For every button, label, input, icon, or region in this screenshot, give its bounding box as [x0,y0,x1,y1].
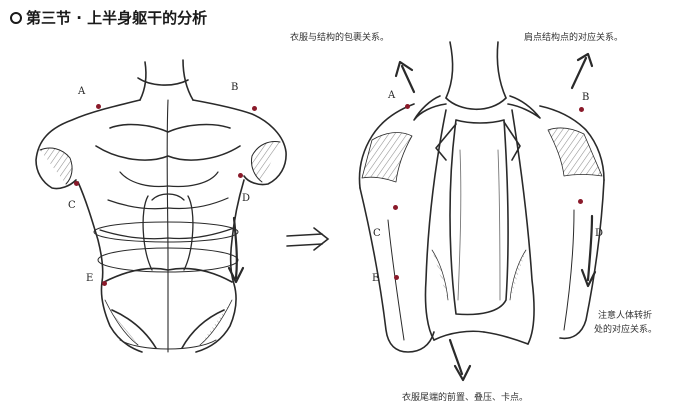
transition-arrow-icon [287,228,328,250]
label-b-left: B [231,82,238,93]
marker-b-right [579,107,584,112]
marker-c-left [74,181,79,186]
marker-d-right [578,199,583,204]
clothed-torso-sketch [360,42,605,380]
label-e-left: E [86,273,93,284]
label-a-right: A [388,90,395,101]
marker-a-left [96,104,101,109]
label-e-right: E [372,273,379,284]
label-a-left: A [78,86,85,97]
label-c-right: C [373,228,381,239]
label-c-left: C [68,200,76,211]
label-d-left: D [242,193,250,204]
marker-b-left [252,106,257,111]
marker-e-left [102,281,107,286]
note-attention-line-2: 处的对应关系。 [594,322,657,335]
marker-e-right [394,275,399,280]
note-shoulder-relation: 肩点结构点的对应关系。 [524,30,623,43]
marker-d-left [238,173,243,178]
marker-c-right [393,205,398,210]
note-wrap-relation: 衣服与结构的包裹关系。 [290,30,389,43]
note-hem-relation: 衣服尾端的前置、叠压、卡点。 [402,390,528,403]
marker-a-right [405,104,410,109]
label-b-right: B [582,92,589,103]
label-d-right: D [595,228,603,239]
note-attention-line-1: 注意人体转折 [598,308,652,321]
